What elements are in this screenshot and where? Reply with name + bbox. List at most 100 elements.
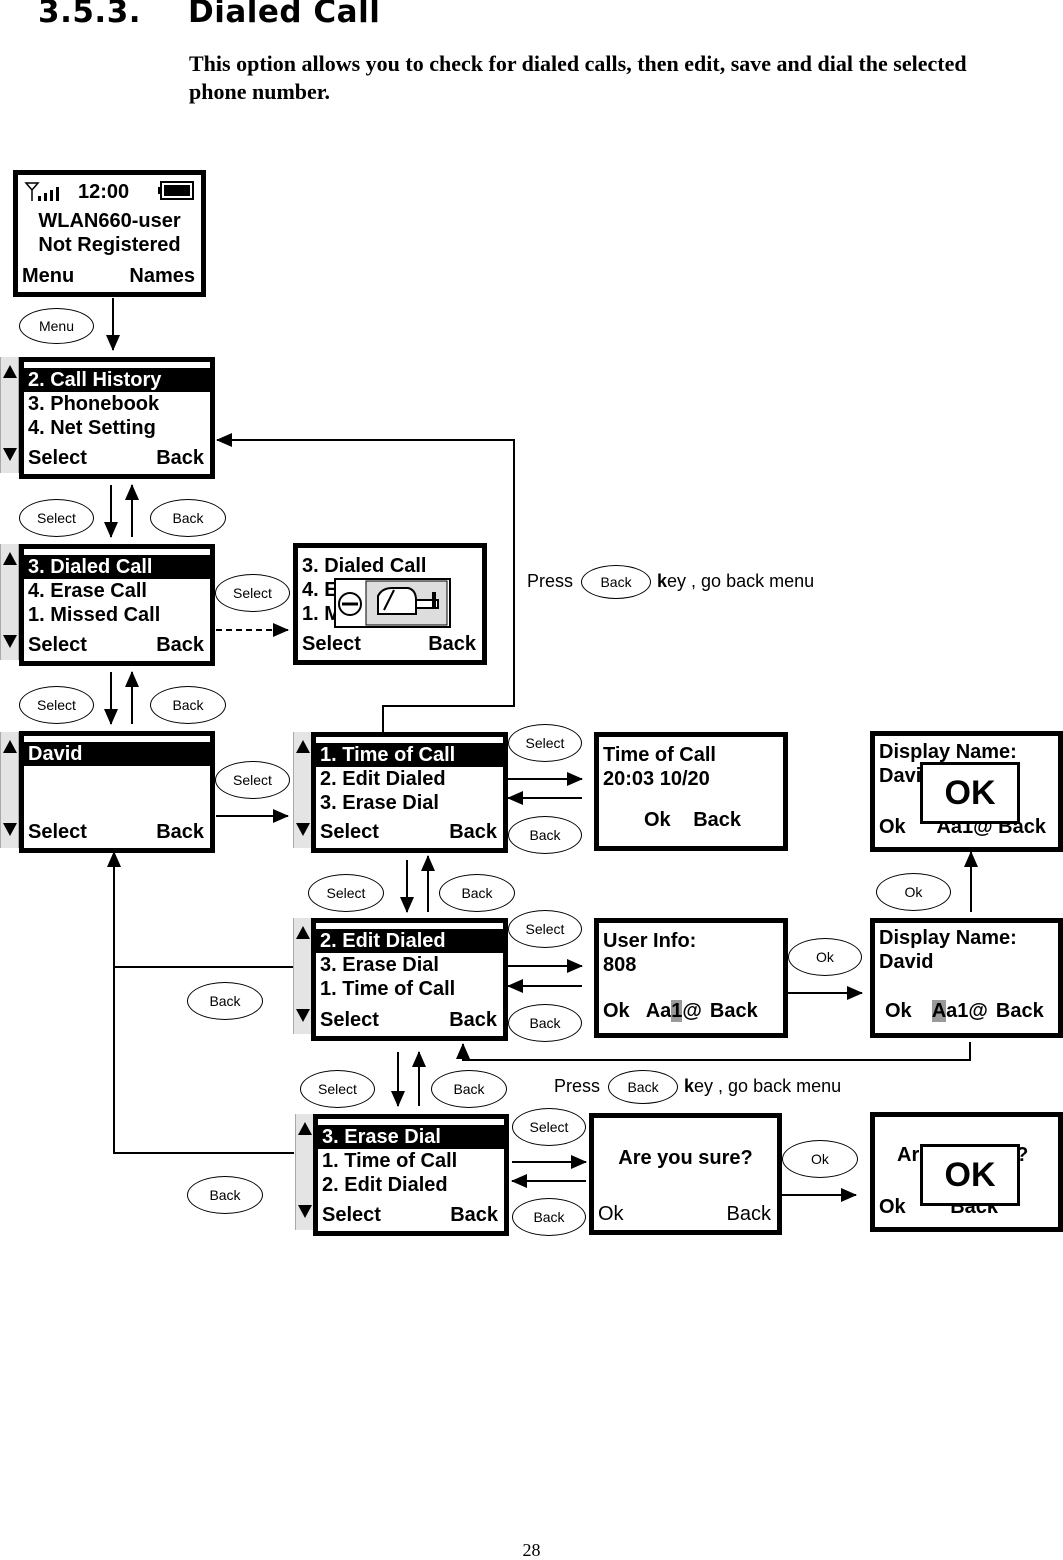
screen-time-of-call: Time of Call 20:03 10/20 Ok Back	[594, 732, 788, 851]
back-key: Back	[150, 686, 226, 724]
menu-item: 4. Erase Call	[28, 580, 147, 602]
back-key: Back	[508, 1004, 582, 1042]
softkey-right: Back	[450, 1204, 498, 1226]
scroll-up-icon	[296, 740, 310, 753]
softkey-left: Select	[28, 821, 87, 843]
softkey-left: Select	[320, 1009, 379, 1031]
softkey-back: Back	[995, 1000, 1044, 1022]
menu-item: 1. Time of Call	[322, 1150, 458, 1172]
caption-suffix: ey , go back menu	[667, 570, 815, 591]
select-key: Select	[300, 1070, 375, 1108]
screen-title: User Info:	[603, 930, 697, 952]
softkey-right: Back	[726, 1203, 771, 1225]
select-key: Select	[19, 686, 94, 724]
softkey-row: Select Back	[302, 632, 476, 656]
softkey-left: Select	[28, 447, 87, 469]
caption-key: Back	[581, 565, 652, 599]
softkey-left: Ok	[879, 816, 906, 838]
caption-k: k	[657, 570, 668, 591]
scrollbar	[0, 544, 19, 660]
softkey-row: Select Back	[320, 1008, 497, 1032]
screen-call-history: 3. Dialed Call 4. Erase Call 1. Missed C…	[19, 544, 215, 666]
caption-key: Back	[608, 1070, 679, 1104]
softkey-right: Back	[156, 447, 204, 469]
phone-number: 808	[603, 954, 637, 976]
scrollbar	[0, 732, 19, 848]
screen-options-erase: 3. Erase Dial 1. Time of Call 2. Edit Di…	[313, 1114, 509, 1236]
softkey-left: Select	[322, 1204, 381, 1226]
scroll-up-icon	[298, 1122, 312, 1135]
menu-item: 2. Edit Dialed	[322, 1174, 448, 1196]
confirm-question: Are you sure?	[618, 1147, 753, 1169]
softkey-row: Select Back	[28, 446, 204, 470]
softkey-right: Names	[129, 265, 195, 287]
softkey-right: Back	[156, 634, 204, 656]
menu-item: 1. Time of Call	[320, 978, 456, 1000]
screen-main-menu: 2. Call History 3. Phonebook 4. Net Sett…	[19, 357, 215, 479]
softkey-back: Back	[709, 1000, 758, 1022]
back-key: Back	[512, 1198, 586, 1236]
softkey-left: Ok	[879, 1196, 906, 1218]
scroll-down-icon	[298, 1205, 312, 1218]
ok-key: Ok	[788, 938, 862, 976]
screen-display-name: Display Name: David Ok Aa1@ Back	[870, 918, 1063, 1038]
softkey-right: Back	[693, 809, 741, 831]
softkey-left: Select	[320, 821, 379, 843]
scroll-up-icon	[3, 365, 17, 378]
menu-item: 2. Edit Dialed	[320, 768, 446, 790]
softkey-left: Menu	[22, 265, 75, 287]
select-key: Select	[19, 499, 94, 537]
menu-item: 3. Erase Dial	[318, 1125, 504, 1149]
confirm-question-start: Ar	[897, 1144, 920, 1166]
screen-title: Time of Call	[603, 744, 716, 766]
ok-key: Ok	[782, 1140, 858, 1178]
select-key: Select	[308, 874, 384, 912]
scroll-down-icon	[296, 1009, 310, 1022]
scroll-down-icon	[3, 448, 17, 461]
select-key: Select	[512, 1108, 586, 1146]
select-key: Select	[508, 910, 582, 948]
softkey-ok: Ok	[885, 1000, 912, 1022]
softkey-row: Ok Aa1@ Back	[603, 999, 777, 1023]
screen-options-time: 1. Time of Call 2. Edit Dialed 3. Erase …	[311, 732, 508, 853]
scroll-down-icon	[3, 635, 17, 648]
softkey-row: Ok Back	[598, 1202, 771, 1226]
input-cursor: 1	[671, 1000, 683, 1022]
input-mode-suffix: @	[682, 1000, 702, 1022]
softkey-left: Select	[28, 634, 87, 656]
input-mode-suffix: a1@	[946, 1000, 988, 1022]
call-time: 20:03 10/20	[603, 768, 710, 790]
empty-popup	[334, 578, 451, 628]
clock-time: 12:00	[78, 181, 130, 203]
softkey-left: Ok	[598, 1203, 624, 1225]
input-mode: Aa1@	[646, 999, 702, 1023]
display-name-value: Davi	[879, 765, 922, 787]
back-key: Back	[150, 499, 226, 537]
input-cursor: A	[931, 1000, 947, 1022]
screen-user-info: User Info: 808 Ok Aa1@ Back	[594, 918, 788, 1038]
back-key: Back	[187, 1176, 263, 1214]
scroll-up-icon	[3, 740, 17, 753]
registration-status: Not Registered	[38, 234, 181, 256]
caption-suffix: ey , go back menu	[694, 1075, 842, 1096]
screen-erased: Ar e? Ok Back OK	[870, 1112, 1063, 1232]
scrollbar	[0, 357, 19, 473]
ok-stamp: OK	[920, 1144, 1020, 1206]
menu-item: 3. Erase Dial	[320, 792, 439, 814]
caption-press: Press	[554, 1075, 601, 1096]
scroll-up-icon	[296, 926, 310, 939]
section-heading: 3.5.3.Dialed Call	[38, 0, 380, 30]
select-key: Select	[508, 724, 582, 762]
softkey-row: Select Back	[28, 633, 204, 657]
scroll-down-icon	[296, 823, 310, 836]
softkey-row: Select Back	[28, 820, 204, 844]
back-key: Back	[187, 982, 263, 1020]
empty-mailbox-icon	[338, 580, 448, 626]
user-name: WLAN660-user	[38, 210, 181, 232]
softkey-row: Ok Aa1@ Back	[885, 999, 1052, 1023]
softkey-row: Select Back	[320, 820, 497, 844]
